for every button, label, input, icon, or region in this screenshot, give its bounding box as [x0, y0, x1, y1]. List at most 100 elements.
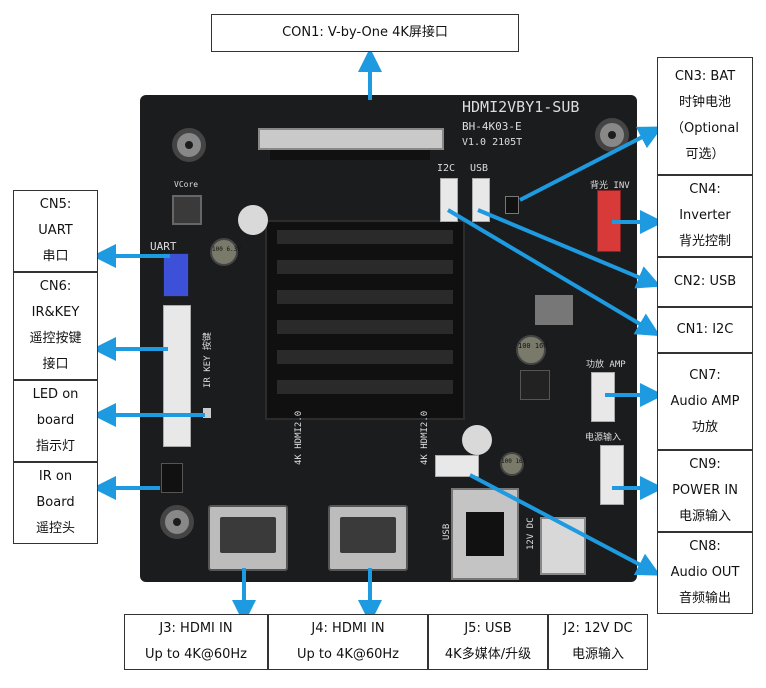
heatsink-fin	[277, 380, 453, 394]
label-j5: J5: USB 4K多媒体/升级	[428, 614, 548, 670]
ir-key-connector	[163, 305, 191, 447]
label-text: Audio AMP	[670, 393, 740, 409]
amp-silk: 功放 AMP	[586, 360, 626, 370]
label-text: CN2: USB	[673, 274, 737, 289]
heatsink	[265, 220, 465, 420]
label-text: 可选）	[685, 147, 725, 162]
label-text: 背光控制	[678, 234, 731, 249]
label-text: Inverter	[679, 208, 731, 223]
heatsink-pin	[462, 425, 492, 455]
cap-label: 100 16V	[501, 458, 527, 465]
arrow-cn2	[477, 208, 662, 289]
label-text: CN6:	[39, 279, 72, 294]
board-version: V1.0 2105T	[462, 137, 523, 148]
heatsink-fin	[277, 350, 453, 364]
label-text: IR on	[38, 469, 73, 484]
label-text: 电源输入	[571, 647, 624, 662]
capacitor	[516, 335, 546, 365]
inductor	[172, 195, 202, 225]
label-text: 4K多媒体/升级	[444, 647, 532, 662]
label-text: CN4:	[689, 182, 721, 197]
label-text: J4: HDMI IN	[311, 621, 385, 636]
arrow-cn3	[519, 126, 663, 202]
uart-connector	[163, 253, 189, 297]
label-text: J3: HDMI IN	[159, 621, 233, 636]
label-text: 指示灯	[35, 439, 75, 454]
arrow-cn1	[446, 208, 661, 337]
heatsink-fin	[277, 260, 453, 274]
i2c-silk: I2C	[437, 163, 456, 174]
mounting-hole	[595, 118, 629, 152]
label-text: UART	[38, 223, 73, 238]
ic-chip	[520, 370, 550, 400]
label-cn7: CN7: Audio AMP 功放	[657, 353, 753, 450]
dc-jack-j2	[540, 517, 586, 575]
label-text: Audio OUT	[670, 565, 740, 580]
label-ir: IR on Board 遥控头	[13, 462, 98, 544]
vcore-label: VCore	[174, 180, 199, 189]
usb-port-slot	[466, 512, 504, 556]
label-cn3: CN3: BAT 时钟电池 （Optional 可选）	[657, 57, 753, 175]
hdmi-connector-j4	[328, 505, 408, 571]
vbyone-connector	[258, 128, 444, 150]
arrow-cn8	[469, 473, 661, 576]
usb-header-silk: USB	[470, 163, 489, 174]
label-cn6: CN6: IR&KEY 遥控按键 接口	[13, 272, 98, 380]
hdmi-connector-j3	[208, 505, 288, 571]
label-text: 串口	[42, 249, 69, 264]
label-cn1: CN1: I2C	[657, 307, 753, 353]
mounting-hole	[160, 505, 194, 539]
regulator	[535, 295, 573, 325]
heatsink-fin	[277, 230, 453, 244]
capacitor	[500, 452, 524, 476]
label-j3: J3: HDMI IN Up to 4K@60Hz	[124, 614, 268, 670]
label-text: Board	[36, 495, 75, 510]
label-cn2: CN2: USB	[657, 257, 753, 307]
label-text: 遥控头	[35, 521, 75, 536]
uart-silk: UART	[150, 240, 177, 253]
heatsink-fin	[277, 290, 453, 304]
capacitor	[210, 238, 238, 266]
heatsink-fin	[277, 320, 453, 334]
label-text: J2: 12V DC	[563, 621, 633, 636]
board-model: BH-4K03-E	[462, 120, 522, 133]
label-text: POWER IN	[672, 483, 738, 498]
label-text: Up to 4K@60Hz	[144, 647, 248, 662]
label-text: 功放	[691, 419, 718, 435]
label-text: 时钟电池	[678, 95, 731, 110]
label-text: 遥控按键	[29, 331, 82, 346]
label-led: LED on board 指示灯	[13, 380, 98, 462]
power-in-connector	[600, 445, 624, 505]
label-j4: J4: HDMI IN Up to 4K@60Hz	[268, 614, 428, 670]
label-text: CON1: V-by-One 4K屏接口	[282, 25, 448, 40]
label-text: IR&KEY	[31, 305, 80, 320]
heatsink-pin	[238, 205, 268, 235]
label-cn9: CN9: POWER IN 电源输入	[657, 450, 753, 532]
label-text: 音频输出	[678, 591, 731, 606]
cap-label: 100 16V	[518, 342, 548, 350]
mounting-hole	[172, 128, 206, 162]
label-con1: CON1: V-by-One 4K屏接口	[211, 14, 519, 52]
vbyone-connector-latch	[270, 150, 430, 160]
label-cn8: CN8: Audio OUT 音频输出	[657, 532, 753, 614]
label-text: Up to 4K@60Hz	[296, 647, 400, 662]
label-text: board	[36, 413, 75, 428]
power-silk: 电源输入	[585, 433, 622, 443]
board-title: HDMI2VBY1-SUB	[462, 98, 580, 116]
cap-label: 100 6.3V	[212, 246, 241, 253]
label-text: （Optional	[671, 121, 739, 136]
led	[203, 408, 211, 418]
label-text: J5: USB	[464, 621, 512, 636]
label-cn5: CN5: UART 串口	[13, 190, 98, 272]
label-cn4: CN4: Inverter 背光控制	[657, 175, 753, 257]
label-text: LED on	[32, 387, 79, 402]
label-text: CN1: I2C	[676, 322, 734, 337]
bat-connector	[505, 196, 519, 214]
label-text: CN7:	[689, 367, 721, 383]
inv-silk: 背光 INV	[590, 181, 630, 191]
label-text: CN9:	[689, 457, 721, 472]
ir-receiver	[161, 463, 183, 493]
label-text: 电源输入	[678, 509, 731, 524]
label-j2: J2: 12V DC 电源输入	[548, 614, 648, 670]
